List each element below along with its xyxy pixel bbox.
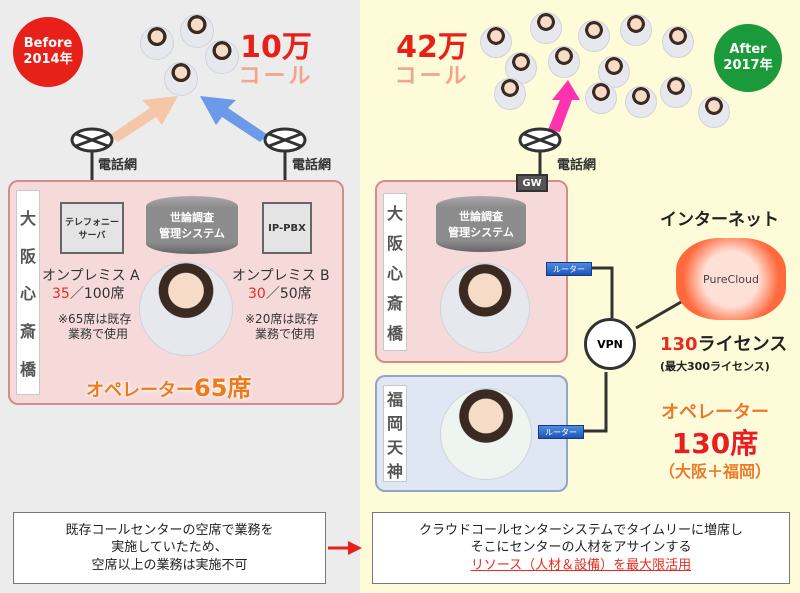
before-badge-label: Before (23, 36, 73, 52)
after-osaka-label: 大 阪 心 斎 橋 (383, 193, 407, 351)
license-max: (最大300ライセンス) (660, 360, 770, 373)
purecloud-icon: PureCloud (676, 238, 786, 320)
caller-avatar (585, 82, 617, 114)
network-icon-after (518, 127, 562, 153)
caller-avatar (548, 46, 580, 78)
after-operator-label: オペレーター (661, 402, 769, 423)
vpn-icon: VPN (584, 318, 636, 370)
onprem-a-note-1: ※65席は既存 (58, 312, 132, 326)
before-network-label-a: 電話網 (98, 158, 138, 173)
before-calls-unit: コール (238, 64, 314, 89)
line-router-vpn-1 (592, 266, 614, 318)
gateway-icon: GW (516, 174, 548, 192)
after-fukuoka-label: 福 岡 天 神 (383, 385, 407, 482)
onprem-b-seats: 30／50席 (248, 286, 312, 302)
onprem-a-seats: 35／100席 (52, 286, 125, 302)
before-badge: Before 2014年 (13, 17, 83, 87)
telephony-server-icon: テレフォニーサーバ (60, 202, 124, 254)
caller-avatar (140, 26, 174, 60)
after-badge-label: After (729, 42, 767, 58)
arrow-up-b (200, 96, 268, 142)
caller-avatar (494, 78, 526, 110)
before-note: 既存コールセンターの空席で業務を 実施していたため、 空席以上の業務は実施不可 (13, 512, 326, 584)
onprem-a-note-2: 業務で使用 (68, 327, 129, 341)
after-calls-number: 42万 (396, 30, 468, 65)
line-vpn-cloud (635, 296, 689, 330)
caller-avatar (180, 14, 214, 48)
after-badge: After 2017年 (714, 24, 782, 92)
arrow-up-a (110, 96, 178, 142)
caller-avatar (660, 76, 692, 108)
arrow-up-after (548, 80, 580, 132)
after-database-icon: 世論調査 管理システム (436, 196, 526, 252)
router-icon-fukuoka: ルーター (538, 425, 584, 439)
onprem-a-title: オンプレミス A (42, 268, 140, 284)
before-network-label-b: 電話網 (292, 158, 332, 173)
transition-arrow-head (348, 541, 362, 555)
license-count: 130ライセンス (660, 334, 788, 355)
caller-avatar (662, 26, 694, 58)
after-network-label: 電話網 (557, 158, 597, 173)
caller-avatar (620, 14, 652, 46)
after-calls-unit: コール (394, 64, 470, 89)
caller-avatar (698, 96, 730, 128)
before-site-label: 大 阪 心 斎 橋 (16, 190, 40, 395)
caller-avatar (578, 20, 610, 52)
line-router-vpn-2 (582, 372, 608, 433)
operator-photo-fukuoka (440, 388, 532, 480)
caller-avatar (164, 62, 198, 96)
before-operator-seats: オペレーター65席 (86, 374, 252, 402)
onprem-b-title: オンプレミス B (232, 268, 330, 284)
before-badge-year: 2014年 (23, 52, 73, 67)
router-icon-osaka: ルーター (546, 262, 592, 276)
operator-photo-before (139, 262, 233, 356)
after-operator-sites: （大阪＋福岡） (658, 462, 771, 481)
ip-pbx-icon: IP-PBX (262, 202, 312, 254)
operator-photo-osaka (440, 263, 530, 353)
after-operator-count: 130席 (671, 427, 759, 460)
after-badge-year: 2017年 (723, 58, 773, 73)
caller-avatar (625, 86, 657, 118)
purecloud-label: PureCloud (703, 272, 759, 286)
onprem-b-note-2: 業務で使用 (255, 327, 316, 341)
caller-avatar (480, 26, 512, 58)
before-database-icon: 世論調査 管理システム (146, 196, 238, 254)
internet-label: インターネット (660, 210, 779, 230)
caller-avatar (530, 12, 562, 44)
before-calls-number: 10万 (240, 30, 312, 65)
caller-avatar (205, 40, 239, 74)
network-icon-before-a (70, 127, 114, 153)
network-icon-before-b (263, 127, 307, 153)
after-note: クラウドコールセンターシステムでタイムリーに増席し そこにセンターの人材をアサイ… (372, 512, 790, 584)
onprem-b-note-1: ※20席は既存 (245, 312, 319, 326)
